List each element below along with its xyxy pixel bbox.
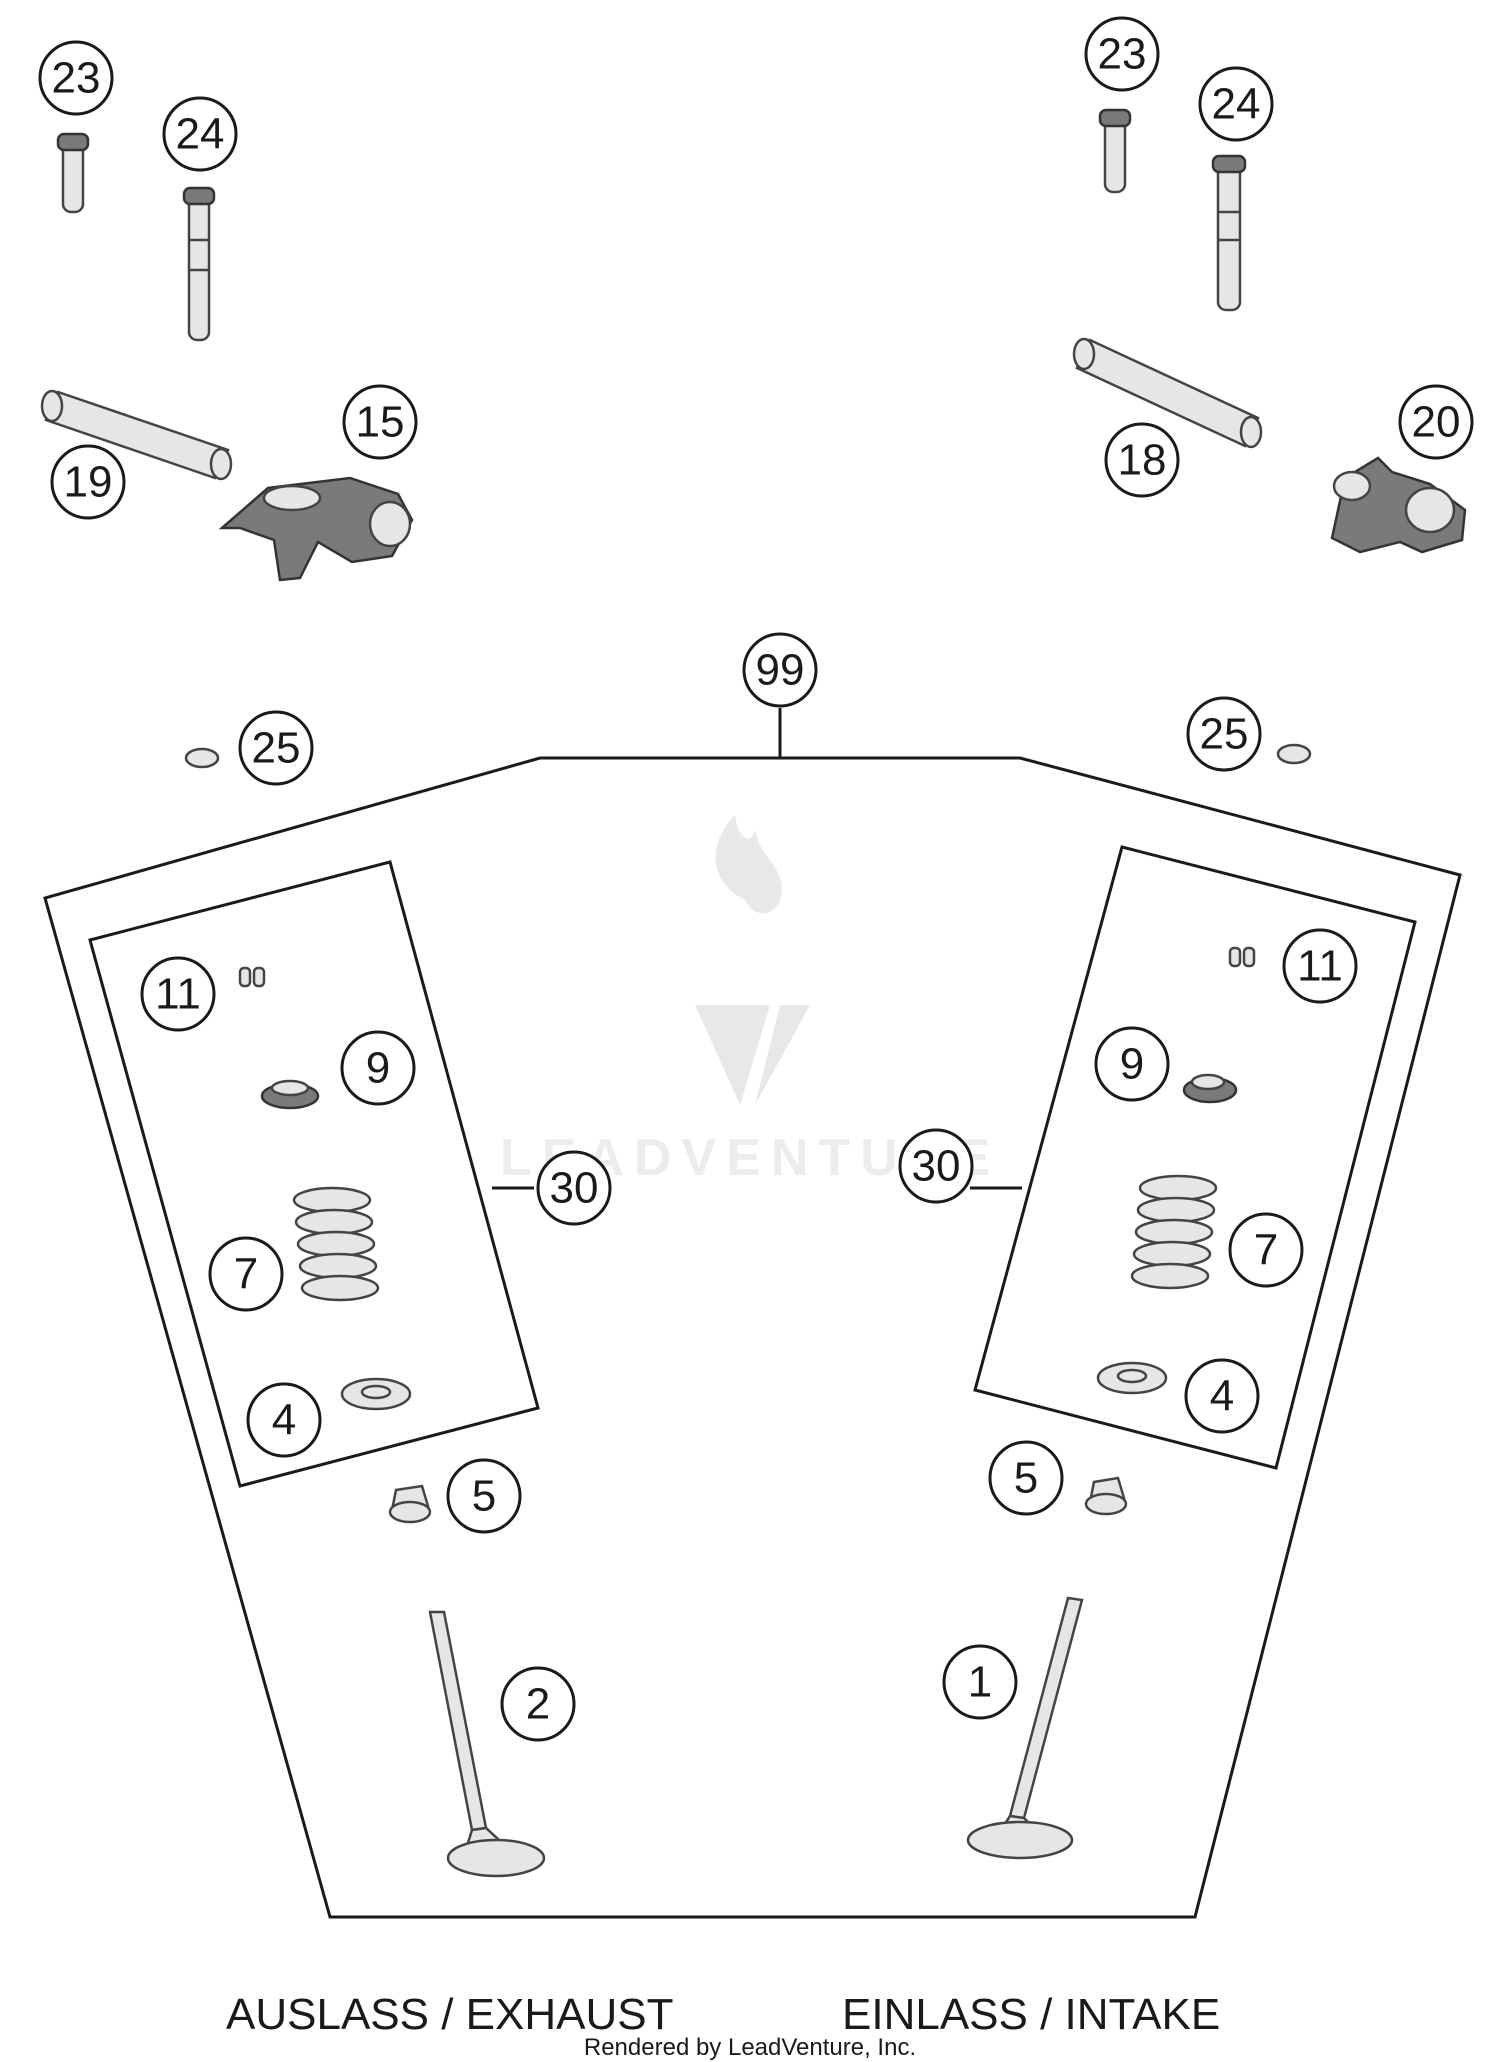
callout-9-right[interactable]: 9	[1094, 1026, 1170, 1102]
rocker-arm-20	[1330, 456, 1467, 554]
bolt-24-right	[1211, 154, 1247, 312]
spring-seat-4-right	[1096, 1361, 1168, 1395]
callout-25-left[interactable]: 25	[238, 710, 314, 786]
callout-4-right[interactable]: 4	[1184, 1358, 1260, 1434]
svg-text:4: 4	[1210, 1372, 1234, 1421]
valve-kit-frame	[43, 756, 1462, 1919]
bolt-23-right	[1098, 108, 1132, 194]
callout-24-left[interactable]: 24	[162, 96, 238, 172]
watermark-v-icon	[695, 1005, 810, 1105]
svg-text:4: 4	[272, 1396, 296, 1445]
svg-text:25: 25	[1200, 710, 1249, 759]
svg-text:2: 2	[526, 1680, 550, 1729]
bolt-24-left	[182, 186, 216, 342]
svg-text:24: 24	[1212, 80, 1261, 129]
exhaust-valve-2	[428, 1610, 546, 1878]
svg-text:20: 20	[1412, 398, 1461, 447]
callout-7-right[interactable]: 7	[1228, 1212, 1304, 1288]
svg-text:18: 18	[1118, 436, 1167, 485]
callout-30-right[interactable]: 30	[898, 1128, 974, 1204]
svg-text:9: 9	[1120, 1040, 1144, 1089]
spring-retainer-9-left	[260, 1079, 320, 1110]
render-credit: Rendered by LeadVenture, Inc.	[583, 2034, 917, 2061]
svg-text:25: 25	[252, 724, 301, 773]
svg-text:30: 30	[912, 1142, 961, 1191]
callout-30-left[interactable]: 30	[536, 1150, 612, 1226]
svg-text:23: 23	[52, 54, 101, 103]
callout-15[interactable]: 15	[342, 384, 418, 460]
callout-18[interactable]: 18	[1104, 422, 1180, 498]
callout-19[interactable]: 19	[50, 444, 126, 520]
callout-11-right[interactable]: 11	[1282, 928, 1358, 1004]
svg-text:1: 1	[968, 1658, 992, 1707]
valve-spring-7-right	[1130, 1174, 1218, 1290]
callout-1[interactable]: 1	[942, 1644, 1018, 1720]
svg-text:7: 7	[234, 1250, 258, 1299]
intake-spring-kit-frame	[973, 845, 1417, 1470]
svg-text:5: 5	[1014, 1454, 1038, 1503]
exhaust-section-label: AUSLASS / EXHAUST	[226, 1990, 674, 2039]
watermark-flame-icon	[715, 815, 783, 914]
rocker-shaft-19	[40, 389, 233, 481]
valve-spring-7-left	[292, 1186, 380, 1302]
svg-text:24: 24	[176, 110, 225, 159]
callout-23-right[interactable]: 23	[1084, 16, 1160, 92]
valve-stem-seal-5-right	[1084, 1476, 1128, 1516]
svg-text:9: 9	[366, 1044, 390, 1093]
callout-99[interactable]: 99	[742, 632, 818, 708]
callout-23-left[interactable]: 23	[38, 40, 114, 116]
valve-keepers-11-right	[1228, 946, 1256, 968]
rocker-shaft-18	[1072, 337, 1263, 449]
callout-11-left[interactable]: 11	[140, 956, 216, 1032]
svg-text:11: 11	[155, 970, 201, 1019]
bolt-23-left	[56, 132, 90, 214]
valve-stem-seal-5-left	[388, 1484, 432, 1524]
valve-cotter-25-right	[1276, 743, 1312, 765]
svg-text:30: 30	[550, 1164, 599, 1213]
spring-seat-4-left	[340, 1377, 412, 1411]
svg-text:15: 15	[356, 398, 405, 447]
intake-valve-1	[966, 1596, 1084, 1860]
callout-24-right[interactable]: 24	[1198, 66, 1274, 142]
intake-section-label: EINLASS / INTAKE	[842, 1990, 1221, 2039]
exhaust-spring-kit-frame	[88, 860, 540, 1488]
svg-text:5: 5	[472, 1472, 496, 1521]
callout-20[interactable]: 20	[1398, 384, 1474, 460]
callout-5-right[interactable]: 5	[988, 1440, 1064, 1516]
callout-7-left[interactable]: 7	[208, 1236, 284, 1312]
valve-cotter-25-left	[184, 747, 220, 769]
svg-text:7: 7	[1254, 1226, 1278, 1275]
callout-4-left[interactable]: 4	[246, 1382, 322, 1458]
callout-5-left[interactable]: 5	[446, 1458, 522, 1534]
svg-text:23: 23	[1098, 30, 1147, 79]
svg-text:99: 99	[756, 646, 805, 695]
spring-retainer-9-right	[1182, 1073, 1238, 1104]
callout-25-right[interactable]: 25	[1186, 696, 1262, 772]
svg-text:11: 11	[1297, 942, 1343, 991]
callout-2[interactable]: 2	[500, 1666, 576, 1742]
rocker-arm-15	[218, 476, 414, 582]
svg-text:19: 19	[64, 458, 113, 507]
callout-9-left[interactable]: 9	[340, 1030, 416, 1106]
valve-keepers-11-left	[238, 966, 266, 988]
